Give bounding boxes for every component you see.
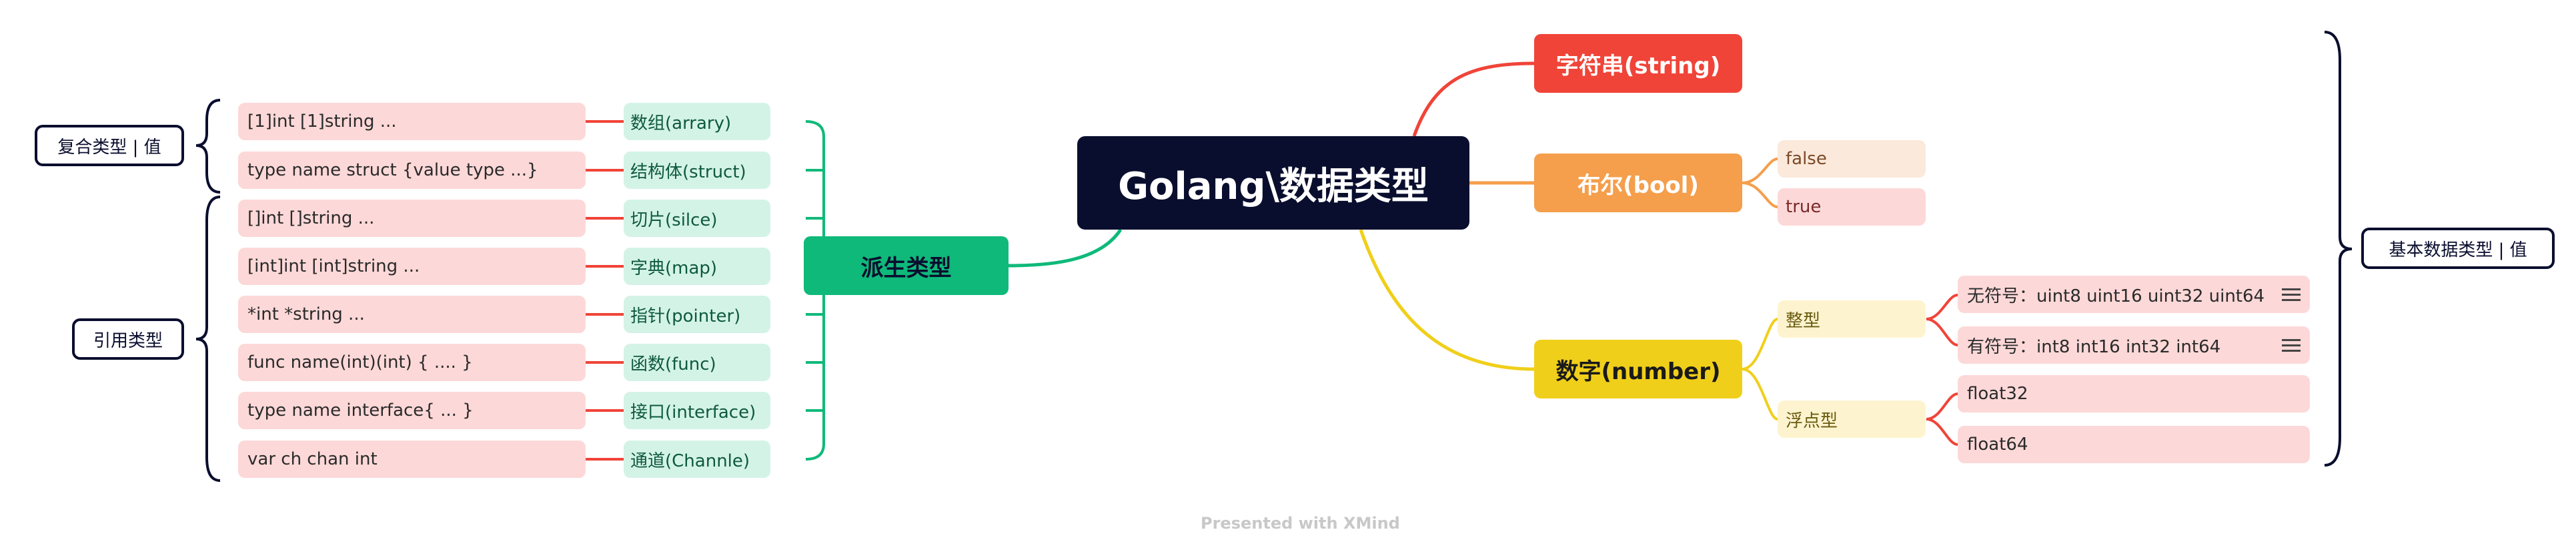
derived-type[interactable]: 字典(map) — [624, 248, 770, 285]
derived-type[interactable]: 指针(pointer) — [624, 296, 770, 333]
derived-type[interactable]: 函数(func) — [624, 344, 770, 381]
bool-false[interactable]: false — [1778, 140, 1926, 178]
unsigned-label: 无符号：uint8 uint16 uint32 uint64 — [1967, 286, 2265, 306]
note-icon[interactable] — [2282, 336, 2301, 354]
derived-example[interactable]: type name interface{ ... } — [238, 392, 586, 429]
branch-derived[interactable]: 派生类型 — [804, 236, 1009, 295]
derived-type[interactable]: 结构体(struct) — [624, 152, 770, 189]
derived-type[interactable]: 数组(arrary) — [624, 103, 770, 140]
summary-reference[interactable]: 引用类型 — [72, 318, 184, 360]
branch-bool[interactable]: 布尔(bool) — [1534, 154, 1742, 212]
number-integer[interactable]: 整型 — [1778, 300, 1926, 338]
float-64[interactable]: float64 — [1958, 426, 2310, 463]
derived-example[interactable]: var ch chan int — [238, 441, 586, 478]
summary-basic[interactable]: 基本数据类型 | 值 — [2361, 228, 2555, 269]
derived-example[interactable]: func name(int)(int) { .... } — [238, 344, 586, 381]
derived-example[interactable]: []int []string ... — [238, 200, 586, 237]
derived-example[interactable]: type name struct {value type ...} — [238, 152, 586, 189]
note-icon[interactable] — [2282, 285, 2301, 304]
integer-signed[interactable]: 有符号：int8 int16 int32 int64 — [1958, 326, 2310, 364]
derived-type[interactable]: 通道(Channle) — [624, 441, 770, 478]
bool-true[interactable]: true — [1778, 188, 1926, 226]
derived-example[interactable]: [int]int [int]string ... — [238, 248, 586, 285]
signed-label: 有符号：int8 int16 int32 int64 — [1967, 336, 2221, 357]
derived-type[interactable]: 切片(silce) — [624, 200, 770, 237]
watermark: Presented with XMind — [1201, 514, 1400, 533]
branch-string[interactable]: 字符串(string) — [1534, 34, 1742, 93]
root-topic[interactable]: Golang\数据类型 — [1077, 136, 1469, 230]
number-float[interactable]: 浮点型 — [1778, 400, 1926, 438]
derived-type[interactable]: 接口(interface) — [624, 392, 770, 429]
branch-number[interactable]: 数字(number) — [1534, 340, 1742, 398]
integer-unsigned[interactable]: 无符号：uint8 uint16 uint32 uint64 — [1958, 276, 2310, 313]
summary-composite[interactable]: 复合类型 | 值 — [35, 125, 184, 166]
derived-example[interactable]: [1]int [1]string ... — [238, 103, 586, 140]
float-32[interactable]: float32 — [1958, 375, 2310, 412]
derived-example[interactable]: *int *string ... — [238, 296, 586, 333]
